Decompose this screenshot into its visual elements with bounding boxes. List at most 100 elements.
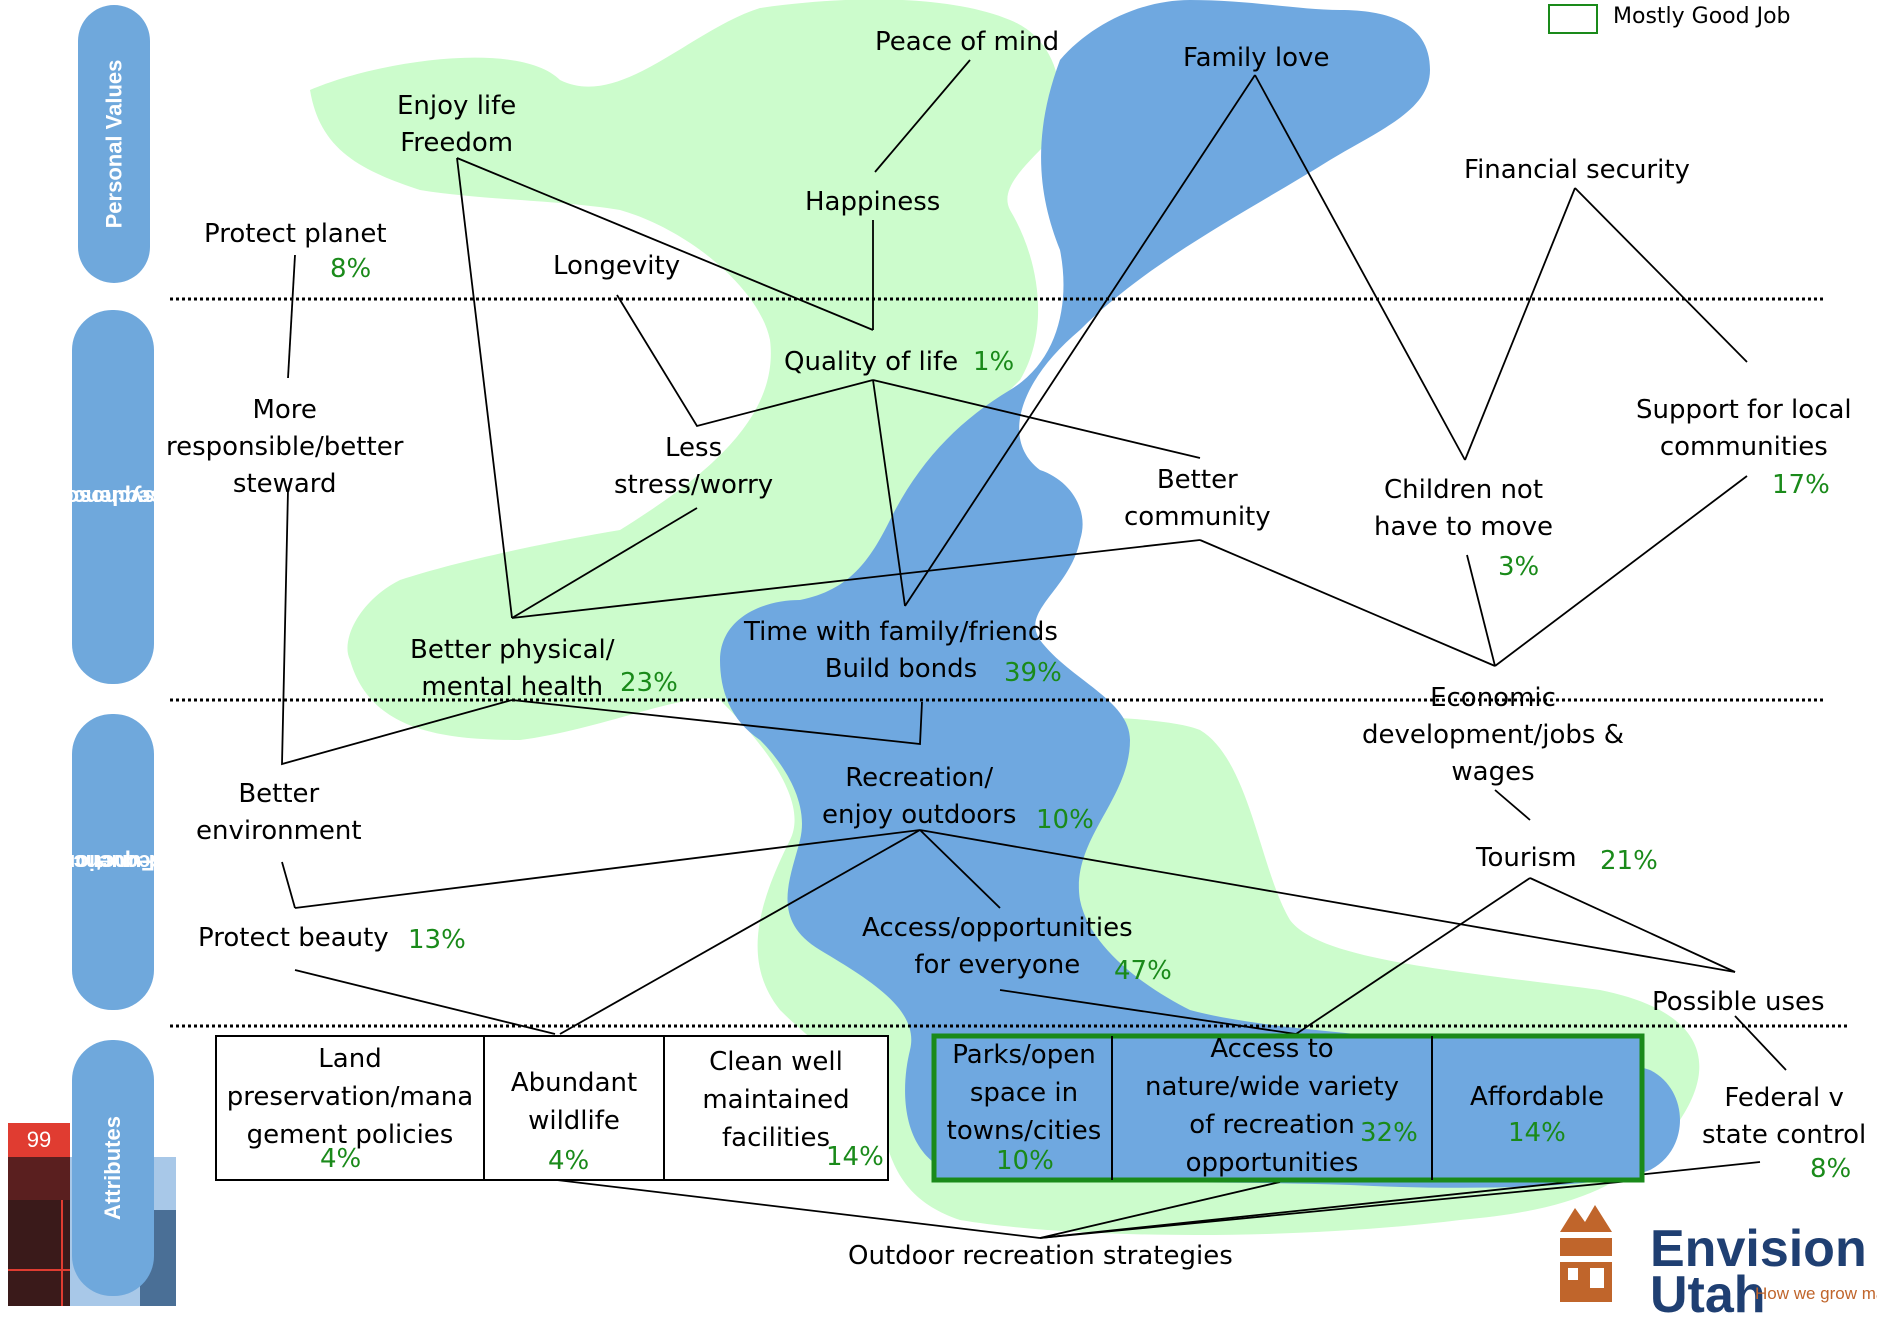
legend-swatch	[1548, 4, 1598, 34]
pct-better-health: 23%	[620, 668, 678, 698]
node-protect-planet: Protect planet	[204, 219, 387, 249]
attribute-line: Parks/open	[952, 1040, 1096, 1070]
node-protect-beauty: Protect beauty	[198, 923, 389, 953]
pct-tourism: 21%	[1600, 846, 1658, 876]
logo-tagline: How we grow ma	[1755, 1284, 1877, 1303]
attribute-line: Affordable	[1470, 1082, 1604, 1112]
node-line: Economic	[1430, 683, 1556, 713]
node-longevity: Longevity	[553, 251, 681, 281]
pct-protect-beauty: 13%	[408, 925, 466, 955]
node-line: steward	[232, 469, 337, 499]
node-line: Enjoy life	[397, 91, 517, 121]
attribute-line: facilities	[721, 1123, 830, 1153]
node-line: communities	[1659, 432, 1828, 462]
node-line: Less	[665, 433, 723, 463]
blue-region	[720, 0, 1680, 1188]
attribute-line: Land	[318, 1044, 382, 1074]
node-line: community	[1124, 502, 1271, 532]
node-line: Freedom	[400, 128, 514, 158]
level-personal-values: Personal Values	[78, 5, 150, 283]
node-economic-development: Economic development/jobs & wages	[1362, 680, 1624, 791]
pct-quality-of-life: 1%	[973, 347, 1015, 377]
node-financial-security: Financial security	[1464, 155, 1690, 185]
node-possible-uses: Possible uses	[1652, 987, 1825, 1017]
level-attributes: Attributes	[72, 1040, 154, 1296]
node-tourism: Tourism	[1476, 843, 1577, 873]
node-line: environment	[196, 816, 362, 846]
node-line: Support for local	[1636, 395, 1852, 425]
attribute-cell-affordable: Affordable	[1434, 1078, 1640, 1116]
node-line: Better	[1156, 465, 1238, 495]
attribute-line: opportunities	[1185, 1148, 1359, 1178]
pct-federal-state: 8%	[1810, 1154, 1852, 1184]
pct-land: 4%	[320, 1144, 362, 1174]
attribute-line: Clean well	[709, 1047, 843, 1077]
attribute-line: of recreation	[1189, 1110, 1355, 1140]
node-line: development/jobs &	[1362, 720, 1624, 750]
node-line: state control	[1702, 1120, 1867, 1150]
node-line: for everyone	[914, 950, 1081, 980]
node-line: Children not	[1384, 475, 1544, 505]
corner-block	[8, 1200, 70, 1306]
level-label-line: Consequences	[48, 850, 206, 875]
pct-facilities: 14%	[826, 1142, 884, 1172]
attribute-line: Access to	[1210, 1034, 1334, 1064]
attribute-line: preservation/mana	[226, 1082, 474, 1112]
pct-wildlife: 4%	[548, 1146, 590, 1176]
node-line: wages	[1451, 757, 1535, 787]
attribute-line: towns/cities	[946, 1116, 1102, 1146]
envision-utah-logo-mark	[1560, 1205, 1612, 1302]
node-better-health: Better physical/mental health	[410, 632, 615, 706]
node-support-local: Support for local communities	[1636, 392, 1852, 466]
pct-support-local: 17%	[1772, 470, 1830, 500]
attribute-line: gement policies	[246, 1120, 454, 1150]
pct-protect-planet: 8%	[330, 254, 372, 284]
node-access-opportunities: Access/opportunities for everyone	[862, 910, 1133, 984]
node-better-community: Better community	[1124, 462, 1271, 536]
node-recreation: Recreation/enjoy outdoors	[822, 760, 1016, 834]
pct-time-family: 39%	[1004, 658, 1062, 688]
level-label: Personal Values	[101, 59, 127, 229]
node-line: Access/opportunities	[862, 913, 1133, 943]
attribute-line: Abundant	[510, 1068, 638, 1098]
attribute-cell-parks: Parks/open space in towns/cities	[938, 1036, 1110, 1150]
attribute-line: maintained	[702, 1085, 850, 1115]
node-happiness: Happiness	[805, 187, 941, 217]
node-line: have to move	[1374, 512, 1554, 542]
pct-affordable: 14%	[1508, 1118, 1566, 1148]
attribute-cell-facilities: Clean well maintained facilities	[666, 1043, 886, 1157]
node-line: Federal v	[1724, 1083, 1844, 1113]
node-federal-state: Federal v state control	[1702, 1080, 1866, 1154]
logo-line: Envision	[1650, 1220, 1867, 1278]
node-line: stress/worry	[614, 470, 774, 500]
node-line: mental health	[421, 672, 604, 702]
legend-label: Mostly Good Job	[1613, 4, 1791, 29]
node-less-stress: Less stress/worry	[614, 430, 773, 504]
pct-recreation: 10%	[1036, 805, 1094, 835]
attribute-cell-land: Land preservation/mana gement policies	[218, 1040, 482, 1154]
pct-access-opportunities: 47%	[1114, 956, 1172, 986]
node-line: Recreation/	[845, 763, 994, 793]
node-outdoor-strategies: Outdoor recreation strategies	[848, 1241, 1233, 1271]
connection-lines	[281, 59, 1787, 1239]
level-label: Attributes	[100, 1116, 126, 1220]
attributes-table-border	[215, 1035, 889, 1181]
node-line: Better physical/	[410, 635, 615, 665]
pct-children-not-move: 3%	[1498, 552, 1540, 582]
attribute-line: space in	[969, 1078, 1079, 1108]
node-line: More	[252, 395, 317, 425]
attribute-line: nature/wide variety	[1144, 1072, 1400, 1102]
node-line: enjoy outdoors	[822, 800, 1017, 830]
good-job-table	[931, 1033, 1645, 1183]
node-line: Build bonds	[824, 654, 978, 684]
node-line: Better	[238, 779, 320, 809]
node-better-environment: Better environment	[196, 776, 362, 850]
